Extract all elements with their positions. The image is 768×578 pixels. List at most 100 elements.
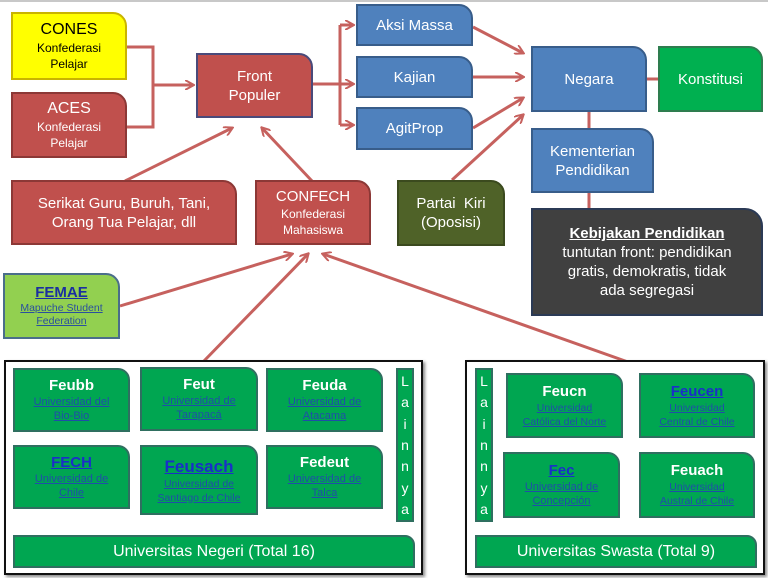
university-link-2[interactable]: Tarapacá <box>176 409 222 421</box>
uni-card-feubb[interactable]: Feubb Universidad del Bio-Bio <box>13 368 130 432</box>
connector-aces <box>127 85 155 129</box>
university-link[interactable]: Universidad <box>669 401 725 414</box>
public-total-label: Universitas Negeri (Total 16) <box>113 542 315 560</box>
university-link-2[interactable]: Católica del Norte <box>522 415 607 428</box>
kebijakan-line-2: gratis, demokratis, tidak <box>567 263 727 280</box>
uni-card-feusach[interactable]: Feusach Universidad de Santiago de Chile <box>140 445 258 515</box>
university-link-2[interactable]: Santiago de Chile <box>157 491 241 504</box>
femae-title[interactable]: FEMAE <box>35 284 88 301</box>
university-link[interactable]: Universidad de <box>163 477 235 490</box>
others-letter: a <box>480 501 488 518</box>
others-letter: n <box>480 436 488 453</box>
others-letter: a <box>401 394 409 411</box>
federation-name: Feut <box>183 376 215 393</box>
university-link-2[interactable]: Chile <box>58 487 85 499</box>
federation-name: Feuach <box>670 462 724 479</box>
kajian-label: Kajian <box>393 68 436 86</box>
negara-label: Negara <box>564 70 614 88</box>
femae-node[interactable]: FEMAE Mapuche Student Federation <box>3 273 120 339</box>
kebijakan-line-3: ada segregasi <box>599 282 695 299</box>
kementerian-line-2: Pendidikan <box>555 161 630 179</box>
front-populer-line-2: Populer <box>228 86 281 104</box>
uni-card-feucen[interactable]: Feucen Universidad Central de Chile <box>639 373 755 438</box>
university-link[interactable]: Universidad <box>536 401 593 414</box>
others-letter: n <box>401 458 409 475</box>
aksi-massa-label: Aksi Massa <box>376 16 453 34</box>
arrow-femae-confech <box>119 254 292 308</box>
university-link-2[interactable]: Atacama <box>302 410 347 422</box>
university-link-2[interactable]: Austral de Chile <box>659 495 735 507</box>
federation-name: Feubb <box>49 377 94 394</box>
cones-title: CONES <box>40 21 98 38</box>
front-populer-line-1: Front <box>236 67 272 85</box>
agitprop-label: AgitProp <box>385 120 444 137</box>
cones-subtitle: Konfederasi <box>36 41 102 55</box>
uni-card-feut[interactable]: Feut Universidad de Tarapacá <box>140 367 258 431</box>
arrow-partai-negara <box>450 115 523 182</box>
partai-kiri-line-1: Partai Kiri <box>416 195 486 212</box>
konstitusi-node: Konstitusi <box>658 46 763 112</box>
confech-title: CONFECH <box>275 188 351 205</box>
serikat-line-2: Orang Tua Pelajar, dll <box>51 213 197 231</box>
federation-name: Fedeut <box>299 454 350 471</box>
kebijakan-node: Kebijakan Pendidikan tuntutan front: pen… <box>531 208 763 316</box>
cones-subtitle-2: Pelajar <box>50 57 88 71</box>
university-link-2[interactable]: Bio-Bio <box>53 410 90 422</box>
serikat-line-1: Serikat Guru, Buruh, Tani, <box>37 194 211 212</box>
confech-subtitle-2: Mahasiswa <box>282 223 344 237</box>
kementerian-line-1: Kementerian <box>549 142 636 160</box>
university-link[interactable]: Universidad de <box>287 396 362 408</box>
federation-name[interactable]: FECH <box>51 454 92 471</box>
femae-subtitle[interactable]: Mapuche Student <box>20 302 103 314</box>
university-link[interactable]: Universidad de <box>162 395 236 407</box>
arrow-serikat-front <box>124 128 232 183</box>
agitprop-node: AgitProp <box>356 107 473 150</box>
kebijakan-title: Kebijakan Pendidikan <box>569 225 725 242</box>
others-letter: n <box>480 458 488 475</box>
partai-kiri-node: Partai Kiri (Oposisi) <box>397 180 505 246</box>
confech-node: CONFECH Konfederasi Mahasiswa <box>255 180 371 245</box>
private-total-bar: Universitas Swasta (Total 9) <box>475 535 757 568</box>
arrow-aksi-negara <box>472 25 523 53</box>
others-letter: n <box>401 436 409 453</box>
cones-node: CONES Konfederasi Pelajar <box>11 12 127 80</box>
aces-subtitle: Konfederasi <box>36 120 102 134</box>
confech-subtitle: Konfederasi <box>280 207 346 221</box>
federation-name[interactable]: Feusach <box>164 456 234 476</box>
konstitusi-label: Konstitusi <box>677 70 744 88</box>
uni-card-fedeut[interactable]: Fedeut Universidad de Talca <box>266 445 383 509</box>
uni-card-fec[interactable]: Fec Universidad de Concepción <box>503 452 620 518</box>
femae-subtitle-2[interactable]: Federation <box>36 315 87 327</box>
university-link[interactable]: Universidad del <box>33 396 110 408</box>
university-link[interactable]: Universidad de <box>34 473 109 485</box>
partai-kiri-line-2: (Oposisi) <box>420 214 481 231</box>
federation-name[interactable]: Feucen <box>670 382 724 400</box>
aces-subtitle-2: Pelajar <box>50 136 88 150</box>
uni-card-feuach[interactable]: Feuach Universidad Austral de Chile <box>639 452 755 518</box>
others-letter: L <box>480 372 488 389</box>
others-public: L a i n n y a <box>396 368 414 522</box>
federation-name: Feucn <box>542 382 587 400</box>
negara-node: Negara <box>531 46 647 112</box>
university-link-2[interactable]: Central de Chile <box>659 415 735 428</box>
uni-card-feuda[interactable]: Feuda Universidad de Atacama <box>266 368 383 432</box>
university-link[interactable]: Universidad <box>669 481 725 493</box>
others-letter: a <box>480 394 488 411</box>
university-link-2[interactable]: Talca <box>311 487 338 499</box>
federation-name: Feuda <box>302 377 347 394</box>
aksi-massa-node: Aksi Massa <box>356 4 473 46</box>
uni-card-feucn[interactable]: Feucn Universidad Católica del Norte <box>506 373 623 438</box>
university-link-2[interactable]: Concepción <box>532 495 591 507</box>
others-letter: y <box>401 479 409 496</box>
uni-card-fech[interactable]: FECH Universidad de Chile <box>13 445 130 509</box>
others-letter: y <box>480 479 488 496</box>
federation-name[interactable]: Fec <box>548 462 575 479</box>
connector-cones <box>127 45 155 85</box>
aces-node: ACES Konfederasi Pelajar <box>11 92 127 158</box>
private-total-label: Universitas Swasta (Total 9) <box>516 542 716 560</box>
arrow-negeri-confech <box>201 254 308 364</box>
kajian-node: Kajian <box>356 56 473 98</box>
university-link[interactable]: Universidad de <box>524 481 599 493</box>
university-link[interactable]: Universidad de <box>287 473 362 485</box>
